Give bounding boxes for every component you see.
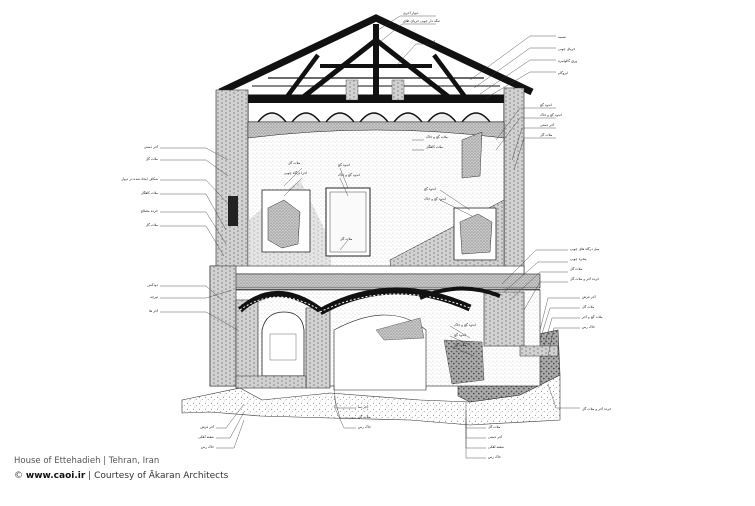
- upper-openings: [261, 187, 497, 261]
- label-rl-3: ملات گل: [570, 266, 582, 271]
- label-right-5: اندود گچ: [540, 102, 552, 107]
- attic-arches: [247, 79, 505, 123]
- label-top-1: دیوار آجری: [403, 11, 419, 15]
- label-right-2: خرپای چوبی: [558, 47, 575, 51]
- label-rl-4: خرده آجر و ملات گل: [570, 276, 599, 281]
- label-left-2: ملات گل: [146, 156, 158, 161]
- project-name: House of Ettehadieh: [14, 456, 101, 466]
- label-left-8: تیرچه: [150, 295, 158, 299]
- floor-slab: [209, 265, 541, 291]
- label-top-2: تنگه دار چوبی خرپای طاق: [403, 18, 440, 23]
- label-left-4: ملات کاهگل: [141, 190, 158, 195]
- label-right-3: ورق گالوانیزه: [558, 58, 577, 63]
- label-bottom-right-3: شفته آهکی: [488, 445, 504, 449]
- label-mid-wall-1: ملات گچ و خاک: [426, 134, 448, 139]
- credit-separator: |: [88, 471, 92, 481]
- label-bottom-left-3: خاک رس: [201, 444, 214, 449]
- label-left-1: آجر دستی: [144, 145, 159, 149]
- label-rl-2: پنجره چوبی: [570, 257, 587, 261]
- caption-separator: |: [103, 456, 107, 466]
- label-bottom-2: ملات گل: [358, 414, 370, 419]
- label-right-8: ملات گل: [540, 132, 552, 137]
- label-mid-1: اندود گچ: [338, 162, 350, 167]
- label-lower-mid-3: ملات گل: [454, 342, 466, 347]
- label-left-3: شکاف ایجاد شده در دیوار: [120, 177, 158, 181]
- label-foundation: خرده آجر و ملات گل: [582, 406, 611, 411]
- label-mid-right-1: اندود گچ: [424, 186, 436, 191]
- label-mid-right-2: اندود گچ و خاک: [424, 196, 446, 201]
- project-location: Tehran, Iran: [108, 456, 160, 466]
- label-rl-7: ملات گچ و آجر: [581, 314, 603, 319]
- project-caption: House of Ettehadieh | Tehran, Iran: [14, 456, 159, 466]
- label-lower-mid-2: اندود گچ: [454, 332, 466, 337]
- label-mid-wall-2: ملات کاهگل: [426, 144, 443, 149]
- label-bottom-left-1: آجر فرش: [200, 425, 215, 429]
- label-left-5: خرده مصالح: [141, 209, 158, 213]
- label-right-1: تسمه: [558, 35, 566, 39]
- label-bottom-right-4: خاک رس: [488, 454, 501, 459]
- label-rl-8: خاک رس: [582, 324, 595, 329]
- label-mid-2: اندود گچ و خاک: [338, 172, 360, 177]
- label-bottom-left-2: شفته آهکی: [198, 435, 214, 439]
- label-right-6: اندود گچ و خاک: [540, 112, 562, 117]
- label-bottom-right-2: آجر دستی: [488, 435, 503, 439]
- label-rl-5: آجر فرش: [582, 295, 597, 299]
- label-right-7: آجر دستی: [540, 123, 555, 127]
- label-left-9: آجر ها: [149, 309, 159, 313]
- label-rl-6: ملات گل: [582, 304, 594, 309]
- copyright-icon: ©: [14, 471, 23, 481]
- label-left-7: دودکش: [147, 283, 158, 287]
- label-bottom-1: آجر نما: [358, 405, 369, 409]
- lower-storey: [209, 265, 559, 391]
- leader-lines: [160, 15, 580, 459]
- credit-caption: © www.caoi.ir | Courtesy of Ākaran Archi…: [14, 471, 228, 481]
- label-top-3: خرپای چوبی: [418, 39, 435, 43]
- callout-labels: دیوار آجری تنگه دار چوبی خرپای طاق خرپای…: [120, 11, 611, 459]
- label-rl-1: میل درگاه های چوبی: [570, 246, 599, 251]
- label-bottom-right-1: ملات گل: [488, 424, 500, 429]
- label-lower-mid-1: اندود گچ و خاک: [454, 322, 476, 327]
- roof-truss: [218, 14, 534, 102]
- label-right-4: ایزوگام: [558, 70, 568, 76]
- label-mid-3: ملات گل: [340, 236, 352, 241]
- website-link[interactable]: www.caoi.ir: [25, 471, 86, 481]
- label-left-6: ملات گل: [146, 222, 158, 227]
- label-mid-left-2: اجزا درگاه چوبی: [284, 170, 307, 175]
- label-mid-left-1: ملات گل: [288, 160, 300, 165]
- label-bottom-3: خاک رس: [358, 424, 371, 429]
- credit-text: Courtesy of Ākaran Architects: [94, 471, 229, 481]
